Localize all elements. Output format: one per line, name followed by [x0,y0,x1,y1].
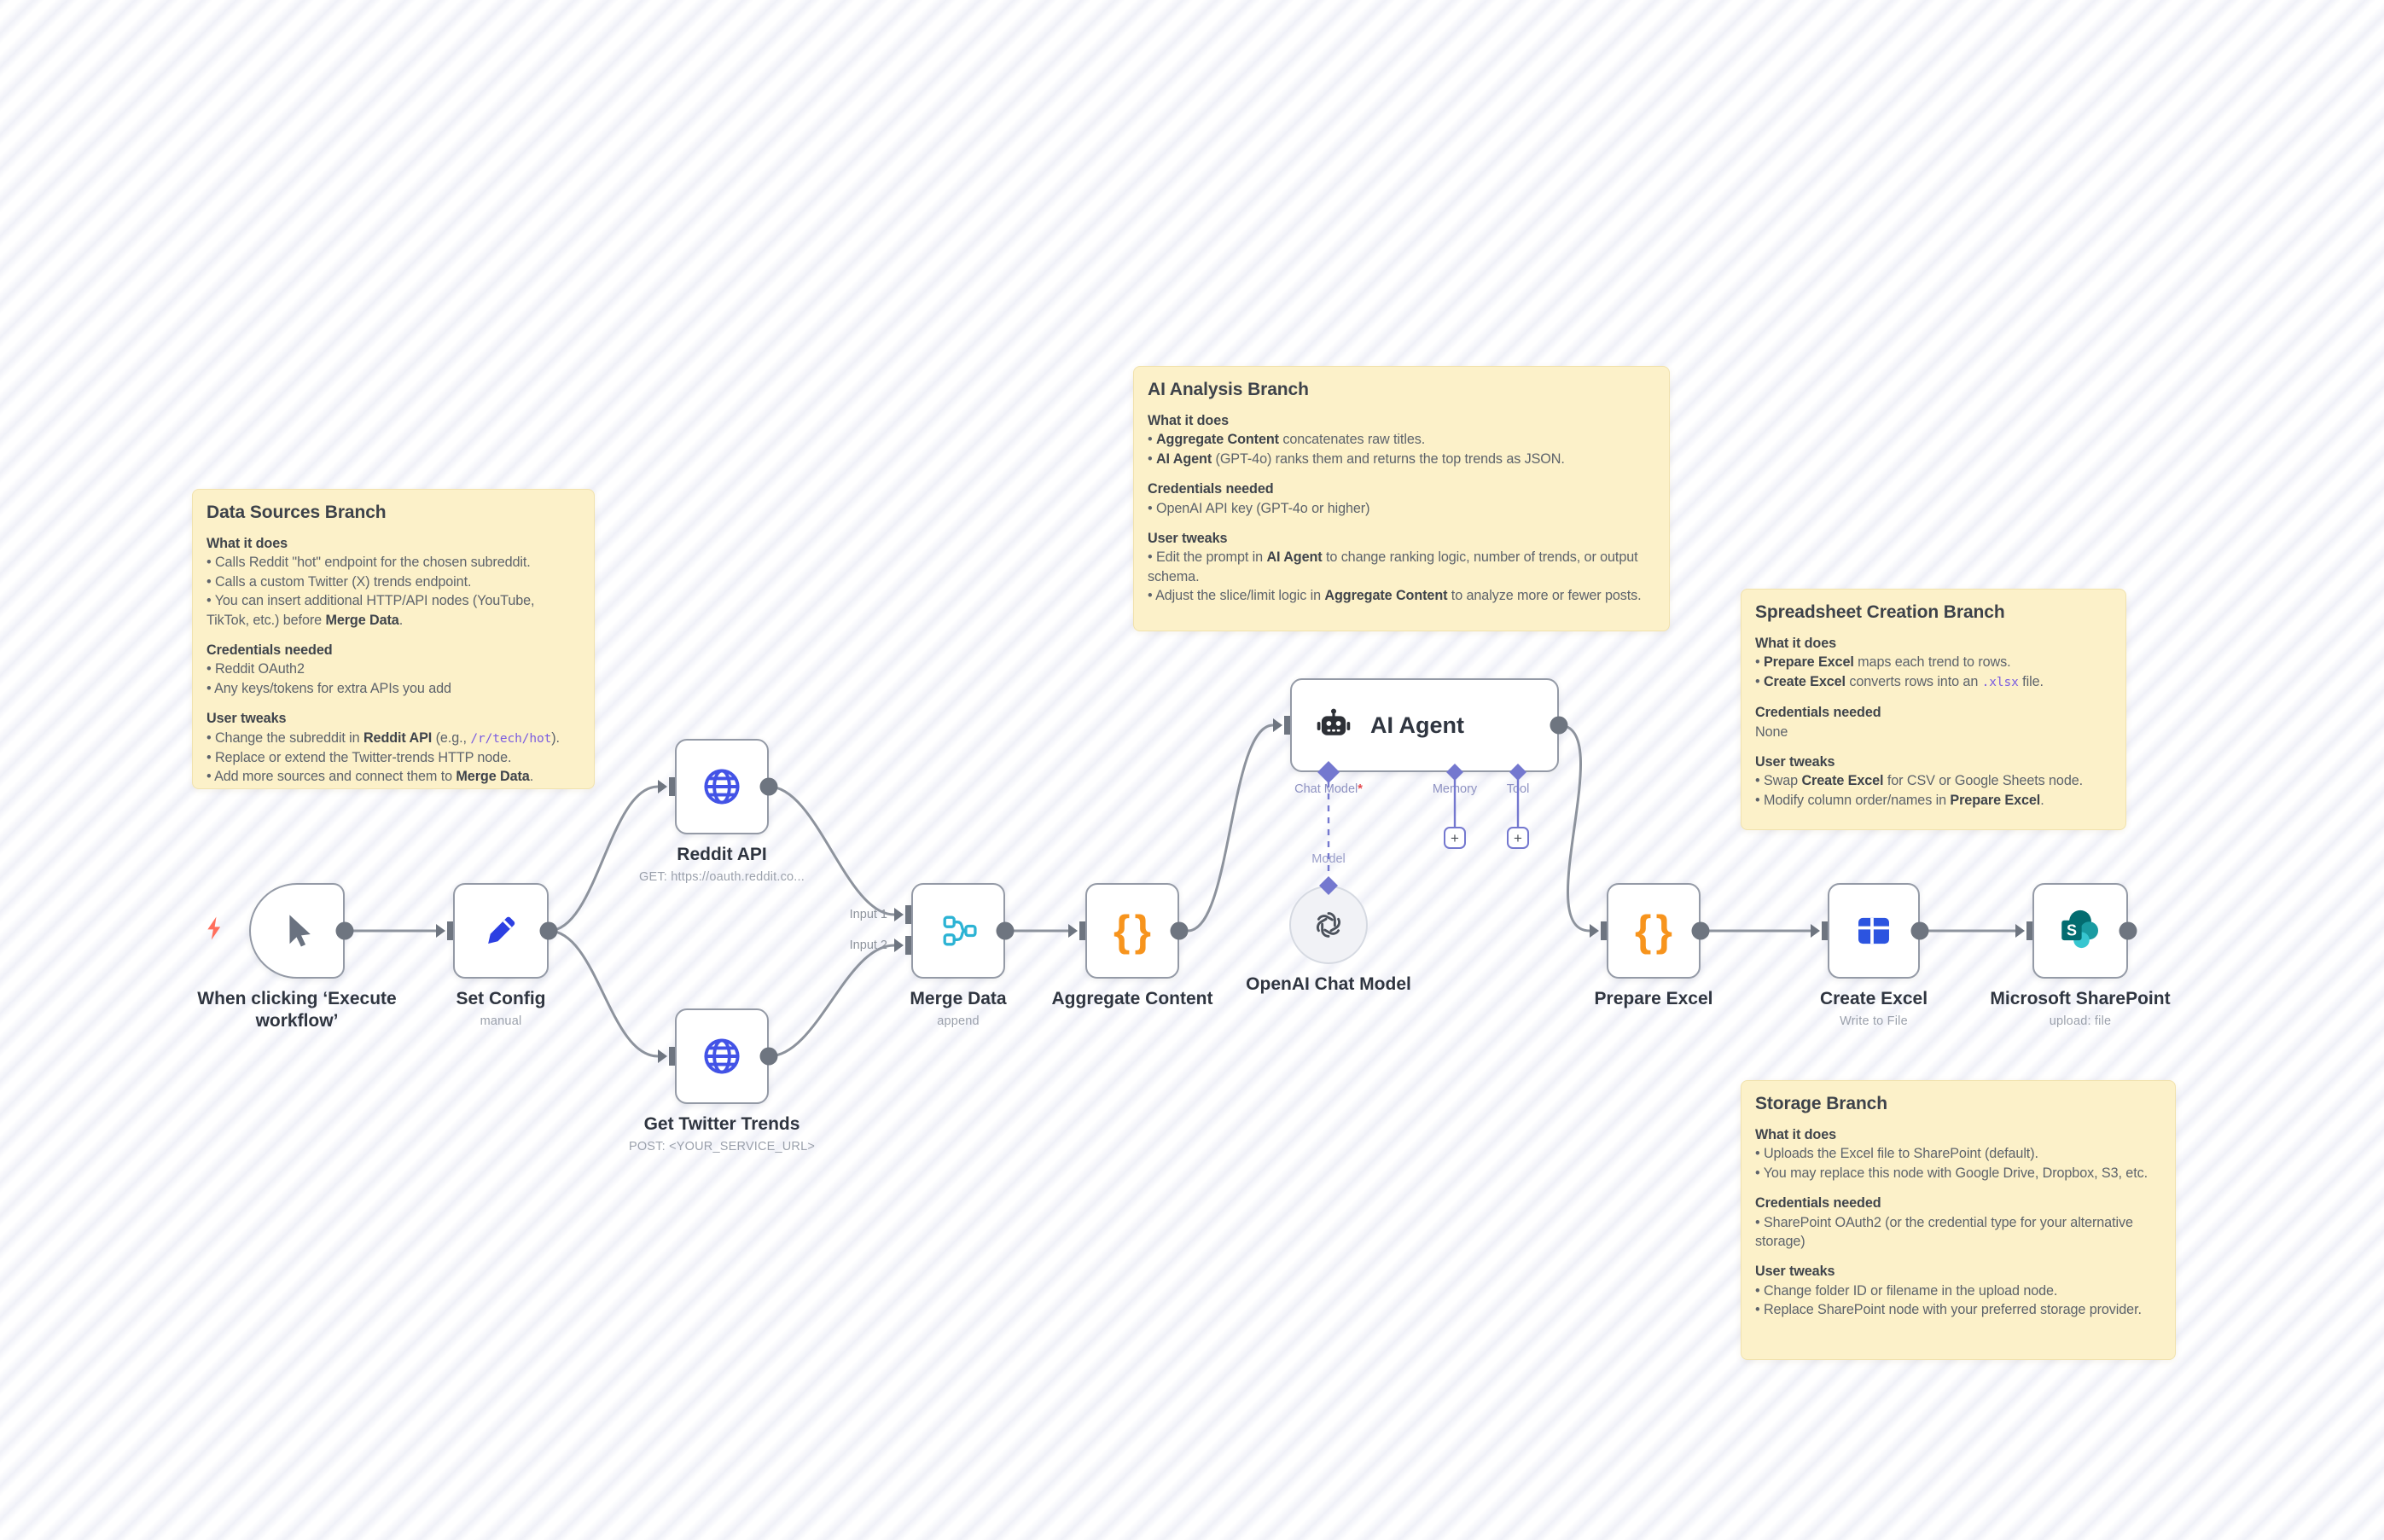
sticky-note-title: Spreadsheet Creation Branch [1755,602,2005,622]
node-title-ai-agent: AI Agent [1370,712,1464,738]
node-label-create-excel: Create Excel [1819,989,1928,1008]
sticky-section-heading: User tweaks [1755,1264,1835,1280]
merge-input-label-2: Input 2 [849,939,887,952]
sticky-note-line: • Add more sources and connect them to M… [206,769,534,785]
node-subtitle-create-excel: Write to File [1840,1014,1908,1028]
add-tool-button[interactable]: + [1507,827,1529,849]
globe-icon [701,766,742,807]
sticky-note-line: • Any keys/tokens for extra APIs you add [206,680,451,696]
node-merge-data[interactable] [911,883,1005,979]
sticky-section-heading: Credentials needed [1755,1195,1881,1212]
node-label-microsoft-sharepoint: Microsoft SharePoint [1990,989,2171,1008]
sticky-section-heading: What it does [206,536,288,551]
sticky-section-heading: What it does [1755,1127,1837,1142]
node-label-get-twitter-trends: Get Twitter Trends [643,1114,800,1134]
sticky-section-heading: What it does [1755,636,1837,651]
sticky-note-line: • AI Agent (GPT-4o) ranks them and retur… [1148,450,1565,467]
sticky-note-line: • You can insert additional HTTP/API nod… [206,593,535,628]
sticky-note-title: Storage Branch [1755,1094,1887,1113]
sticky-note-line: • Prepare Excel maps each trend to rows. [1755,654,2011,671]
node-subtitle-microsoft-sharepoint: upload: file [2049,1014,2112,1028]
sticky-section-heading: User tweaks [1755,754,1835,770]
sticky-section-heading: What it does [1148,413,1230,428]
node-subtitle-set-config: manual [480,1014,522,1028]
node-manual-trigger[interactable] [249,883,345,979]
svg-text:S: S [2067,922,2077,939]
sticky-note-line: None [1755,724,1788,740]
sticky-note-title: Data Sources Branch [206,503,387,522]
sticky-note-line: • Edit the prompt in AI Agent to change … [1148,549,1638,584]
sticky-note-line: • OpenAI API key (GPT-4o or higher) [1148,500,1370,516]
node-label-manual-trigger: When clicking ‘Execute workflow’ [197,989,397,1031]
cursor-icon [277,911,317,950]
node-openai-chat-model[interactable] [1289,886,1368,964]
sticky-note-line: • Replace or extend the Twitter-trends H… [206,750,512,766]
node-get-twitter-trends[interactable] [675,1008,769,1104]
pencil-icon [482,912,520,950]
node-label-aggregate-content: Aggregate Content [1051,989,1213,1008]
sticky-section-heading: User tweaks [206,711,287,727]
lightning-bolt-icon [205,915,225,945]
sticky-note-title: AI Analysis Branch [1148,380,1309,399]
node-create-excel[interactable] [1828,883,1920,979]
braces-icon: {} [1114,907,1151,955]
agent-port-label-memory: Memory [1432,782,1478,796]
sticky-note-line: • SharePoint OAuth2 (or the credential t… [1755,1214,2133,1250]
sticky-section-heading: Credentials needed [1148,481,1274,497]
agent-port-label-chat-model: Chat Model* [1294,782,1363,796]
sticky-section-heading: User tweaks [1148,531,1228,547]
merge-input-label-1: Input 1 [849,908,887,921]
merge-icon [939,912,977,950]
add-memory-button[interactable]: + [1444,827,1466,849]
sticky-note-line: • Reddit OAuth2 [206,661,305,677]
node-label-merge-data: Merge Data [910,989,1007,1008]
node-microsoft-sharepoint[interactable]: S [2032,883,2128,979]
openai-icon [1311,907,1346,943]
node-label-reddit-api: Reddit API [677,845,767,864]
sticky-note-line: • Calls Reddit "hot" endpoint for the ch… [206,555,531,571]
sticky-section-heading: Credentials needed [1755,705,1881,721]
sticky-note-line: • Calls a custom Twitter (X) trends endp… [206,573,472,590]
sticky-note-line: • Create Excel converts rows into an .xl… [1755,673,2044,689]
sticky-note-line: • Adjust the slice/limit logic in Aggreg… [1148,588,1642,604]
sticky-note-line: • Swap Create Excel for CSV or Google Sh… [1755,773,2084,789]
table-icon [1854,911,1893,950]
node-label-set-config: Set Config [456,989,546,1008]
node-subtitle-merge-data: append [937,1014,980,1028]
sticky-section-heading: Credentials needed [206,642,333,659]
node-subtitle-get-twitter-trends: POST: <YOUR_SERVICE_URL> [628,1140,816,1154]
node-subtitle-reddit-api: GET: https://oauth.reddit.co... [639,870,805,884]
node-ai-agent[interactable]: AI Agent [1290,678,1559,772]
globe-icon [701,1036,742,1077]
sticky-note-line: • You may replace this node with Google … [1755,1165,2148,1181]
node-set-config[interactable] [453,883,549,979]
robot-icon [1314,706,1353,745]
node-reddit-api[interactable] [675,739,769,834]
node-label-prepare-excel: Prepare Excel [1594,989,1713,1008]
sticky-note-line: • Replace SharePoint node with your pref… [1755,1302,2142,1318]
sharepoint-icon: S [2057,908,2103,954]
node-aggregate-content[interactable]: {} [1085,883,1179,979]
model-link-label: Model [1311,852,1346,866]
sticky-note-line: • Aggregate Content concatenates raw tit… [1148,432,1426,448]
braces-icon: {} [1635,907,1672,955]
sticky-note-line: • Uploads the Excel file to SharePoint (… [1755,1146,2038,1162]
required-asterisk: * [1358,782,1363,796]
sticky-note-line: • Change the subreddit in Reddit API (e.… [206,729,560,746]
node-label-openai-chat-model: OpenAI Chat Model [1246,974,1411,994]
sticky-note-line: • Change folder ID or filename in the up… [1755,1282,2058,1299]
agent-port-label-tool: Tool [1506,782,1530,796]
sticky-note-line: • Modify column order/names in Prepare E… [1755,792,2044,808]
node-prepare-excel[interactable]: {} [1607,883,1701,979]
